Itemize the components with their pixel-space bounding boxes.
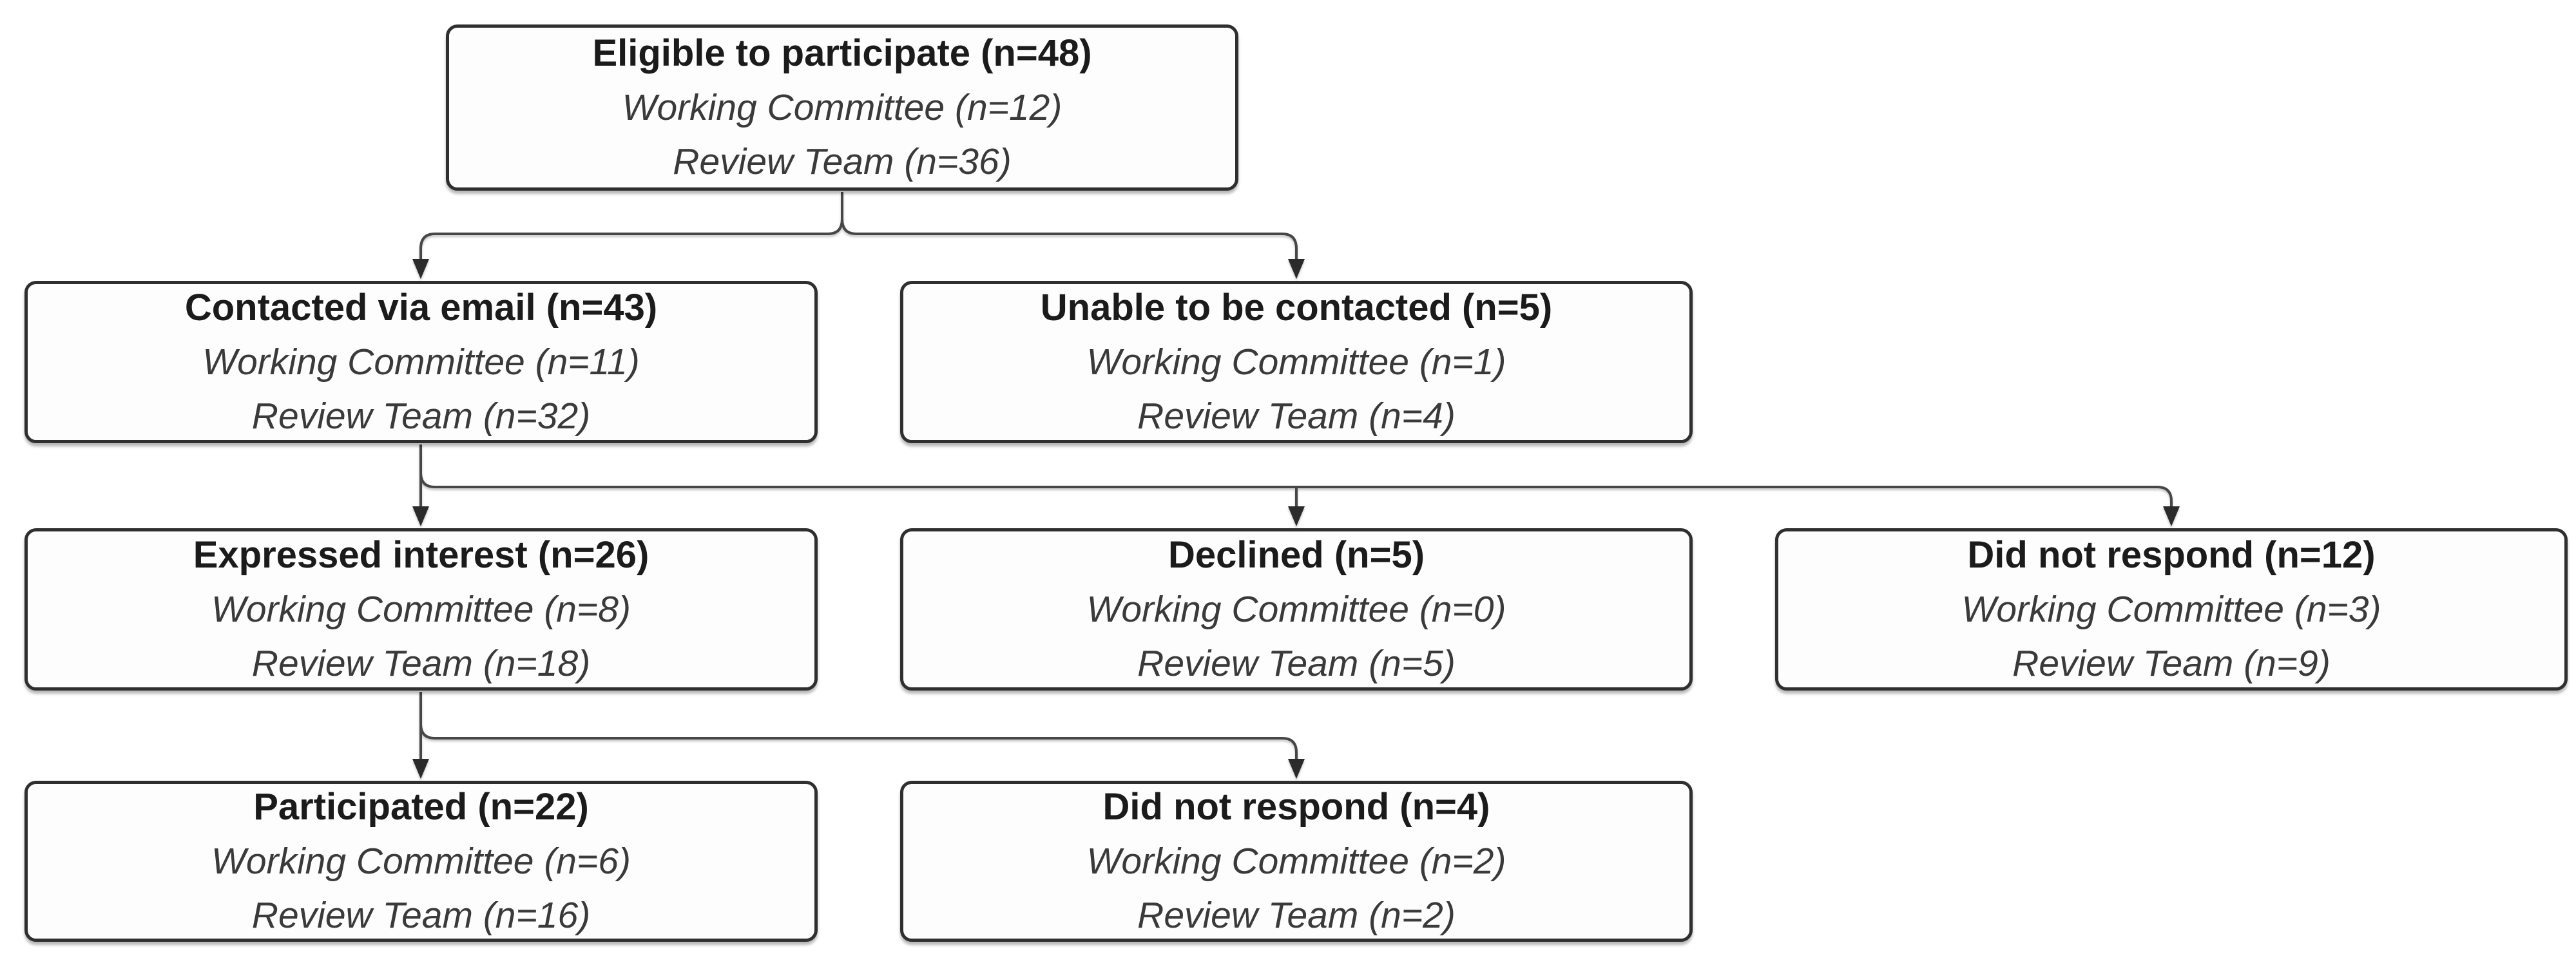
node-unable-to-contact: Unable to be contacted (n=5) Working Com…: [900, 281, 1693, 443]
node-subline-review-team: Review Team (n=18): [251, 643, 591, 684]
arrowhead-unable: [1288, 259, 1305, 279]
node-subline-working-committee: Working Committee (n=2): [1086, 841, 1506, 882]
node-subline-working-committee: Working Committee (n=8): [211, 589, 631, 630]
node-title: Participated (n=22): [253, 786, 589, 828]
node-subline-working-committee: Working Committee (n=0): [1086, 589, 1506, 630]
node-subline-review-team: Review Team (n=36): [673, 141, 1012, 182]
node-title: Eligible to participate (n=48): [592, 32, 1092, 74]
node-title: Unable to be contacted (n=5): [1040, 287, 1553, 329]
arrowhead-participated: [412, 759, 429, 779]
node-subline-review-team: Review Team (n=4): [1137, 396, 1456, 437]
node-title: Declined (n=5): [1168, 534, 1425, 576]
node-subline-review-team: Review Team (n=9): [2012, 643, 2331, 684]
edge-contacted-branch-bar: [419, 472, 2173, 506]
node-title: Expressed interest (n=26): [193, 534, 649, 576]
node-subline-review-team: Review Team (n=16): [251, 895, 591, 936]
edge-interest-branch-bar: [419, 723, 1298, 759]
node-title: Contacted via email (n=43): [184, 287, 658, 329]
node-subline-working-committee: Working Committee (n=3): [1961, 589, 2381, 630]
node-eligible: Eligible to participate (n=48) Working C…: [446, 24, 1238, 191]
node-contacted: Contacted via email (n=43) Working Commi…: [24, 281, 818, 443]
node-subline-working-committee: Working Committee (n=11): [202, 341, 640, 383]
node-did-not-respond-4: Did not respond (n=4) Working Committee …: [900, 781, 1693, 942]
arrowhead-did-not-respond-12: [2163, 506, 2180, 526]
node-subline-working-committee: Working Committee (n=1): [1086, 341, 1506, 383]
edge-eligible-unable: [841, 192, 1298, 259]
node-expressed-interest: Expressed interest (n=26) Working Commit…: [24, 528, 818, 691]
edge-eligible-contacted: [419, 192, 843, 259]
node-title: Did not respond (n=4): [1102, 786, 1490, 828]
node-declined: Declined (n=5) Working Committee (n=0) R…: [900, 528, 1693, 691]
node-subline-review-team: Review Team (n=2): [1137, 895, 1456, 936]
arrowhead-interest: [412, 506, 429, 526]
node-participated: Participated (n=22) Working Committee (n…: [24, 781, 818, 942]
arrowhead-did-not-respond-4: [1288, 759, 1305, 779]
node-subline-working-committee: Working Committee (n=12): [622, 87, 1062, 128]
node-did-not-respond-12: Did not respond (n=12) Working Committee…: [1775, 528, 2568, 691]
arrowhead-contacted: [412, 259, 429, 279]
node-subline-review-team: Review Team (n=5): [1137, 643, 1456, 684]
arrowhead-declined: [1288, 506, 1305, 526]
node-subline-review-team: Review Team (n=32): [251, 396, 591, 437]
node-title: Did not respond (n=12): [1967, 534, 2376, 576]
node-subline-working-committee: Working Committee (n=6): [211, 841, 631, 882]
